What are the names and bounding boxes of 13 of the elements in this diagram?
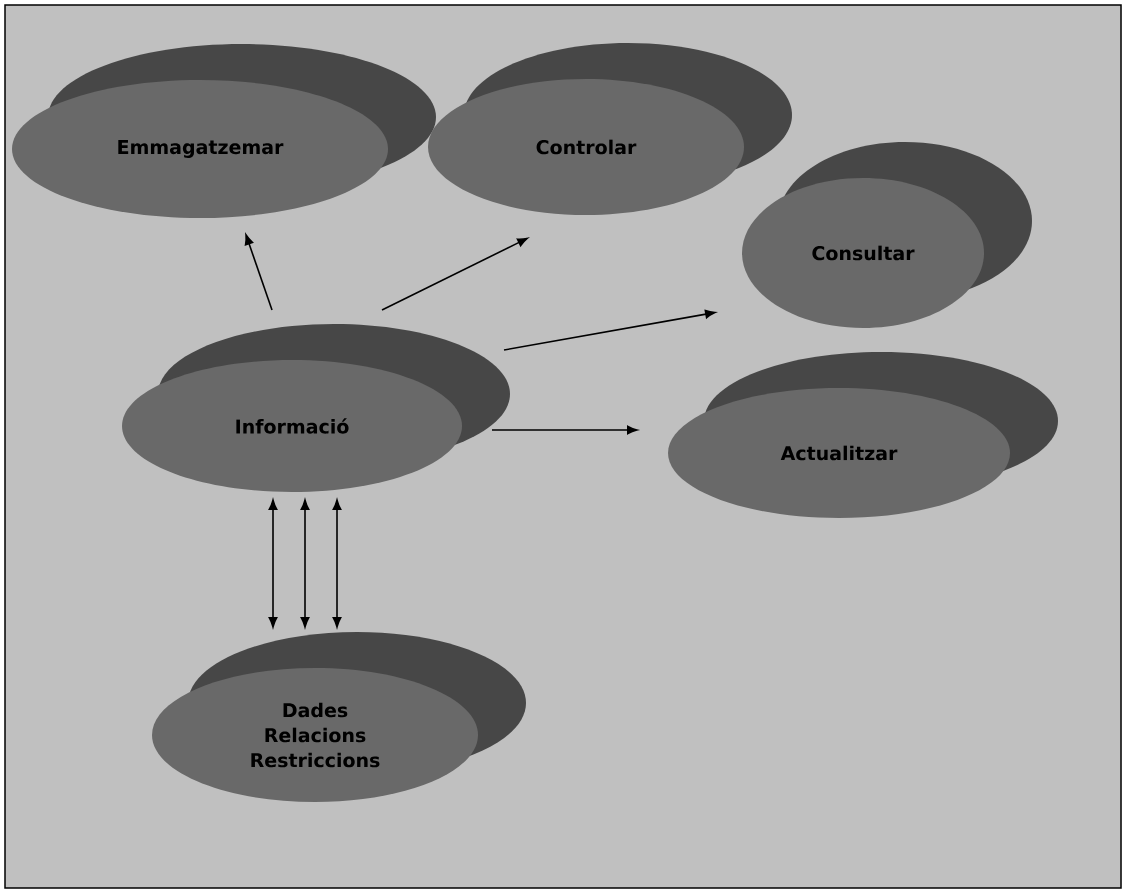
ellipse-node: Emmagatzemar [12,44,436,218]
ellipse-node: Dades Relacions Restriccions [152,632,526,802]
arrow [244,234,273,311]
ellipse-node: Controlar [428,43,792,215]
ellipse-node: Actualitzar [668,352,1058,518]
arrow [503,309,716,351]
arrow [300,499,310,628]
arrow [332,499,342,628]
arrow [381,237,528,311]
ellipse-node: Consultar [742,142,1032,328]
ellipse-node: Informació [122,324,510,492]
arrow [268,499,278,628]
arrow [491,425,638,435]
